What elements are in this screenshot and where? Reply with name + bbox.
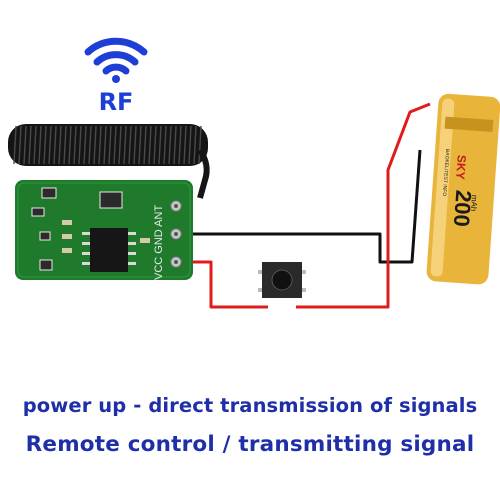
coil-ridge [113, 125, 117, 165]
caption-line-1: power up - direct transmission of signal… [22, 394, 478, 417]
coil-ridge [118, 125, 122, 165]
coil-ridge [73, 125, 77, 165]
coil-ridge [133, 125, 137, 165]
coil-ridge [178, 125, 182, 165]
coil-ridge [63, 125, 67, 165]
rf-label: RF [99, 88, 134, 116]
coil-ridge [183, 125, 187, 165]
coil-ridge [18, 125, 22, 165]
coil-ridge [108, 125, 112, 165]
coil-ridge [98, 125, 102, 165]
battery-side-text: BAOKELITEST INFO [441, 149, 450, 197]
red-wire [183, 260, 268, 309]
coil-ridge [23, 125, 27, 165]
coil-ridge [138, 125, 142, 165]
coil-ridge [43, 125, 47, 165]
coil-ridge [103, 125, 107, 165]
coil-ridge [58, 125, 62, 165]
coil-ridge [188, 125, 192, 165]
caption-line-2: Remote control / transmitting signal [25, 432, 475, 457]
lipo-battery: SKY 200 mAh BAOKELITEST INFO [426, 93, 500, 285]
pcb-pin-labels: VCC GND ANT [153, 205, 165, 280]
battery-unit: mAh [469, 195, 479, 212]
coil-ridge [93, 125, 97, 165]
battery-brand: SKY [453, 154, 469, 180]
wifi-icon [84, 37, 148, 83]
wires [183, 102, 431, 309]
coil-ridge [148, 125, 152, 165]
coil-ridge [28, 125, 32, 165]
coil-ridge [143, 125, 147, 165]
coil-ridge [128, 125, 132, 165]
coil-ridge [83, 125, 87, 165]
coil-ridge [13, 125, 17, 165]
coil-ridge [88, 125, 92, 165]
ic-chip [90, 228, 128, 272]
coil-ridge [158, 125, 162, 165]
coil-ridge [123, 125, 127, 165]
battery-capacity: 200 [449, 189, 477, 227]
coil-ridge [173, 125, 177, 165]
coil-ridge [78, 125, 82, 165]
coil-ridge [53, 125, 57, 165]
red-wire-2 [296, 102, 431, 309]
coil-ridge [153, 125, 157, 165]
coil-ridge [198, 125, 202, 165]
coil-ridge [68, 125, 72, 165]
coil-ridge [193, 125, 197, 165]
black-wire [183, 149, 422, 264]
coil-ridge [33, 125, 37, 165]
coil-antenna [8, 124, 210, 199]
rf-transmitter-pcb: VCC GND ANT [15, 180, 193, 280]
coil-ridge [168, 125, 172, 165]
push-button-switch [258, 262, 306, 298]
coil-ridge [163, 125, 167, 165]
coil-ridge [38, 125, 42, 165]
coil-ridge [48, 125, 52, 165]
